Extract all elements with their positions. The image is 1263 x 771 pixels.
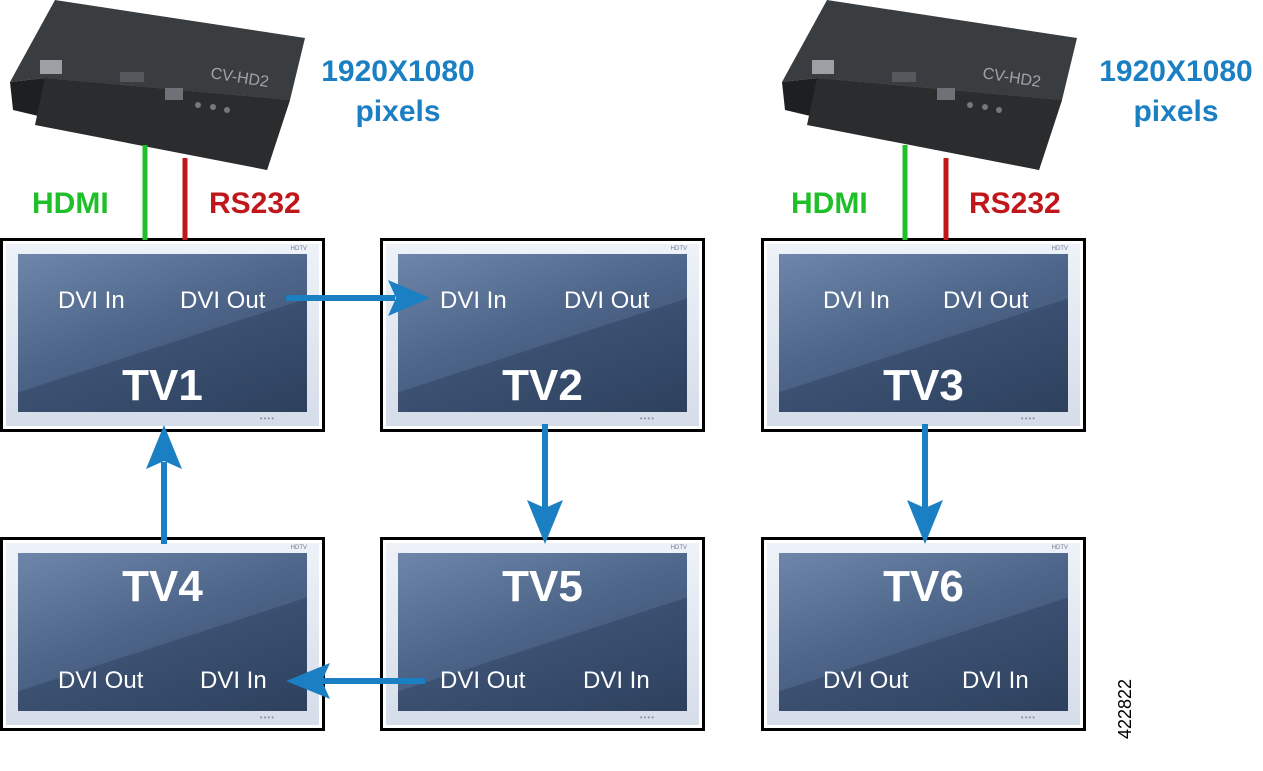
tv-5: HDTV •••• TV5 DVI Out DVI In	[380, 537, 705, 731]
tv-name: TV3	[883, 361, 964, 410]
media-player-2: CV-HD2	[777, 0, 1077, 170]
tv-bezel: HDTV ••••	[6, 543, 319, 725]
resolution-label-2: 1920X1080 pixels	[1081, 52, 1263, 132]
dvi-in-label: DVI In	[823, 287, 890, 314]
tv-3: HDTV •••• DVI In DVI Out TV3	[761, 238, 1086, 432]
tv-screen	[779, 254, 1068, 412]
tv-screen	[18, 254, 307, 412]
tv-name: TV6	[883, 562, 964, 611]
dvi-in-label: DVI In	[200, 667, 267, 694]
tv-brand-label: HDTV	[670, 246, 687, 252]
tv-bezel: HDTV ••••	[386, 244, 699, 426]
tv-bezel: HDTV ••••	[767, 543, 1080, 725]
tv-2: HDTV •••• DVI In DVI Out TV2	[380, 238, 705, 432]
dvi-out-label: DVI Out	[823, 667, 909, 694]
tv-screen	[398, 254, 687, 412]
rs232-label-2: RS232	[969, 187, 1061, 220]
tv-indicator-dots: ••••	[259, 414, 275, 423]
dvi-out-label: DVI Out	[564, 287, 650, 314]
dvi-out-label: DVI Out	[943, 287, 1029, 314]
resolution-value: 1920X1080	[321, 55, 475, 88]
hdmi-label-2: HDMI	[791, 187, 868, 220]
tv-screen	[398, 553, 687, 711]
tv-screen	[779, 553, 1068, 711]
tv-brand-label: HDTV	[1051, 246, 1068, 252]
tv-4: HDTV •••• TV4 DVI Out DVI In	[0, 537, 325, 731]
rs232-label-1: RS232	[209, 187, 301, 220]
tv-name: TV4	[122, 562, 203, 611]
tv-screen	[18, 553, 307, 711]
hdmi-label-1: HDMI	[32, 187, 109, 220]
dvi-in-label: DVI In	[583, 667, 650, 694]
tv-name: TV2	[502, 361, 583, 410]
dvi-out-label: DVI Out	[58, 667, 144, 694]
arrow-head	[527, 500, 563, 544]
tv-1: HDTV •••• DVI In DVI Out TV1	[0, 238, 325, 432]
resolution-value: 1920X1080	[1099, 55, 1253, 88]
tv-brand-label: HDTV	[290, 545, 307, 551]
arrow-head	[388, 280, 430, 316]
tv-6: HDTV •••• TV6 DVI Out DVI In	[761, 537, 1086, 731]
dvi-in-label: DVI In	[58, 287, 125, 314]
resolution-label-1: 1920X1080 pixels	[303, 52, 493, 132]
arrow-head	[286, 663, 330, 699]
tv-brand-label: HDTV	[1051, 545, 1068, 551]
tv-indicator-dots: ••••	[639, 414, 655, 423]
tv-bezel: HDTV ••••	[767, 244, 1080, 426]
tv-name: TV5	[502, 562, 583, 611]
arrow-head	[907, 500, 943, 544]
tv-indicator-dots: ••••	[1020, 713, 1036, 722]
dvi-in-label: DVI In	[440, 287, 507, 314]
tv-indicator-dots: ••••	[259, 713, 275, 722]
resolution-unit: pixels	[1133, 95, 1219, 128]
dvi-out-label: DVI Out	[440, 667, 526, 694]
dvi-out-label: DVI Out	[180, 287, 266, 314]
tv-name: TV1	[122, 361, 203, 410]
dvi-in-label: DVI In	[962, 667, 1029, 694]
tv-brand-label: HDTV	[290, 246, 307, 252]
tv-indicator-dots: ••••	[639, 713, 655, 722]
resolution-unit: pixels	[355, 95, 441, 128]
arrow-head	[146, 425, 182, 469]
tv-brand-label: HDTV	[670, 545, 687, 551]
tv-bezel: HDTV ••••	[386, 543, 699, 725]
tv-bezel: HDTV ••••	[6, 244, 319, 426]
tv-indicator-dots: ••••	[1020, 414, 1036, 423]
media-player-1: CV-HD2	[5, 0, 305, 170]
figure-id: 422822	[1115, 678, 1135, 739]
